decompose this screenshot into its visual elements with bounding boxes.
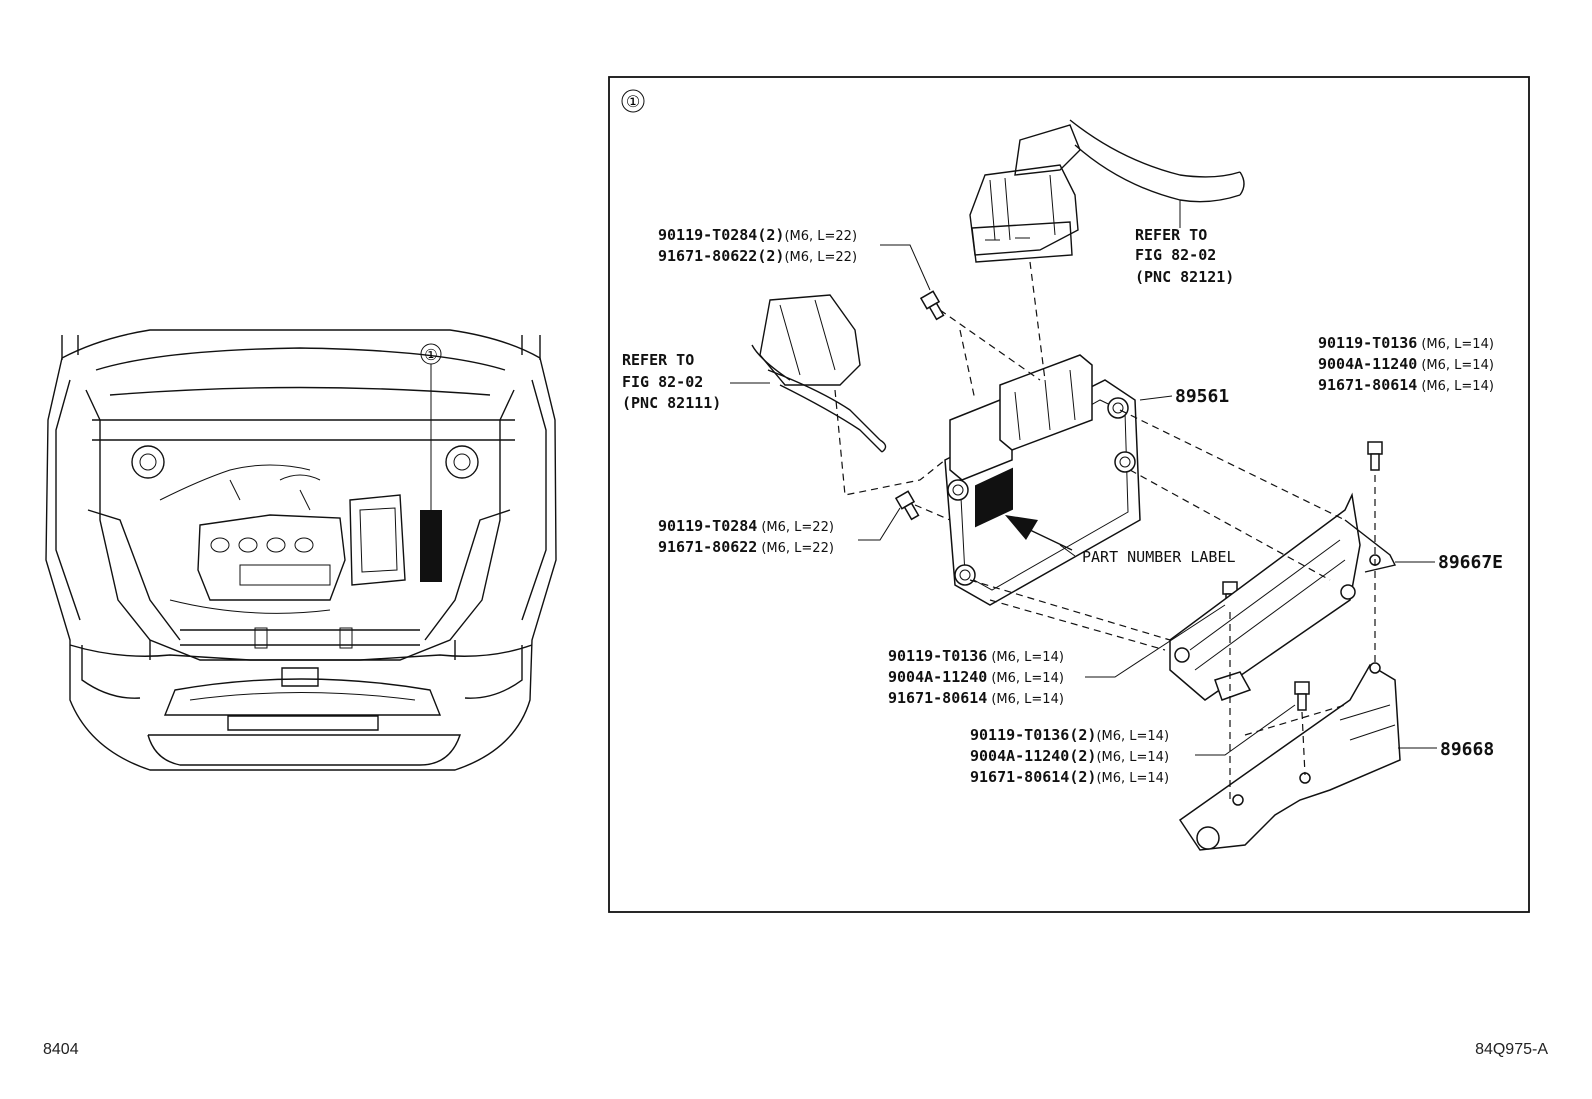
bolt-left-icon: [894, 490, 920, 521]
bolt-top-icon: [919, 290, 945, 321]
refer-right-line3: (PNC 82121): [1135, 268, 1234, 286]
bolt-bottom-line3: 91671-80614(2)(M6, L=14): [970, 768, 1169, 786]
bolt-top-line1: 90119-T0284(2)(M6, L=22): [658, 226, 857, 244]
bolt-right-icon: [1367, 441, 1383, 471]
vehicle-front-view: ①: [45, 329, 557, 771]
leader-lines: [730, 200, 1437, 756]
refer-right-line1: REFER TO: [1135, 226, 1207, 244]
bolt-mid-line2: 9004A-11240(M6, L=14): [888, 668, 1064, 686]
refer-left-line1: REFER TO: [622, 351, 694, 369]
part-number-label-note: PART NUMBER LABEL: [1082, 548, 1236, 566]
bracket-upper: [1169, 492, 1397, 701]
harness-connector-left: [751, 294, 887, 453]
part-89561-label: 89561: [1175, 386, 1229, 407]
detail-frame: [608, 76, 1530, 913]
footer-right-code: 84Q975-A: [1475, 1041, 1548, 1058]
bolt-right-line1: 90119-T0136(M6, L=14): [1318, 334, 1494, 352]
footer-left-code: 8404: [43, 1041, 79, 1058]
ecu-location-marker: [420, 510, 442, 582]
part-number-label: [975, 467, 1013, 528]
bolt-bottom-icon: [1294, 681, 1310, 711]
part-89668-label: 89668: [1440, 739, 1494, 760]
ecu-module: [944, 354, 1141, 606]
part-89667E-label: 89667E: [1438, 552, 1503, 573]
bolt-left-line2: 91671-80622(M6, L=22): [658, 538, 834, 556]
bolt-bottom-line1: 90119-T0136(2)(M6, L=14): [970, 726, 1169, 744]
bolt-top-line2: 91671-80622(2)(M6, L=22): [658, 247, 857, 265]
refer-left-line3: (PNC 82111): [622, 394, 721, 412]
bolts: [894, 290, 1383, 711]
label-arrow-icon: [1005, 515, 1073, 551]
harness-connector-upper: [969, 119, 1245, 263]
bolt-left-line1: 90119-T0284(M6, L=22): [658, 517, 834, 535]
bolt-mid-line3: 91671-80614(M6, L=14): [888, 689, 1064, 707]
bolt-right-line3: 91671-80614(M6, L=14): [1318, 376, 1494, 394]
bracket-lower: [1178, 662, 1401, 851]
bolt-bottom-line2: 9004A-11240(2)(M6, L=14): [970, 747, 1169, 765]
refer-right-line2: FIG 82-02: [1135, 246, 1216, 264]
overview-callout: ①: [424, 346, 437, 364]
refer-left-line2: FIG 82-02: [622, 373, 703, 391]
bolt-mid-line1: 90119-T0136(M6, L=14): [888, 647, 1064, 665]
bolt-right-line2: 9004A-11240(M6, L=14): [1318, 355, 1494, 373]
detail-callout: ①: [626, 92, 640, 111]
assembly-lines: [834, 261, 1376, 800]
